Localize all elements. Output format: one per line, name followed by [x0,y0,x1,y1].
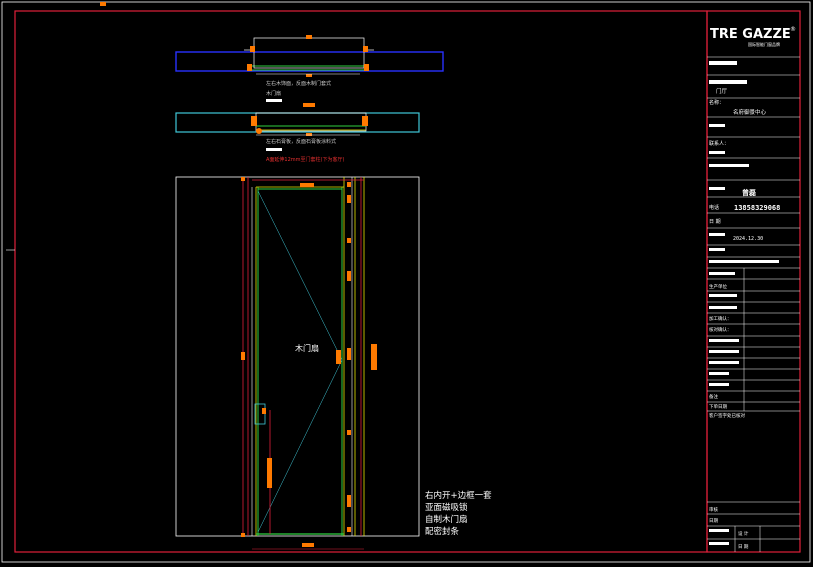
sign-label: 审核 [709,506,718,513]
date-value: 2024.12.30 [733,236,763,242]
confirm-label: 加工确认： [709,315,732,322]
door-elevation [175,176,420,550]
remark-label: 备注 [709,393,718,400]
project-value: 门厅 [716,87,728,95]
spec-line-1: 右内开+边框一套 [425,490,492,501]
order-label: 下单日期 [709,403,727,410]
plan-note-2-mark [266,148,282,151]
check-label: 日 期 [738,544,749,550]
hinge-marks [347,182,351,532]
logo-text: TRE GAZZE [710,27,791,42]
spec-line-2: 亚面磁吸锁 [425,502,468,513]
name-label: 名称： [709,99,724,106]
logo-registered: ® [790,26,796,33]
plan-detail-2 [175,103,420,136]
plan-note-1b: 木门扇 [266,90,281,97]
spec-line-3: 自制木门扇 [425,514,468,525]
date-label: 日 期 [709,219,721,225]
phone-label: 电话 [709,204,719,211]
phone-value: 13858329068 [734,204,780,212]
name-value: 名府御景中心 [733,108,767,116]
draw-label: 设 计 [738,530,749,537]
title-block: TRE GAZZE ® 国际智能门窗品牌 [707,26,800,552]
plan-note-1-mark [266,99,282,102]
leaf-label: 木门扇 [295,343,319,353]
designer-name: 曾磊 [742,188,756,197]
title-block-frame [706,10,801,553]
spec-line-4: 配密封条 [425,526,460,537]
order-value: 客户签字处已核对 [709,412,745,419]
production-label: 生产单位 [709,283,727,290]
plan-note-1: 左右木饰面，反面木制门套式 [266,80,331,87]
logo-subtitle: 国际智能门窗品牌 [748,41,780,47]
contact-label: 联系人： [709,140,729,147]
plan-detail-1 [175,35,444,77]
plan-note-2: 左右石膏板，反面石膏板涂料式 [266,138,336,145]
spec-notes: 右内开+边框一套 亚面磁吸锁 自制木门扇 配密封条 [425,490,492,537]
sign-label-2: 日期 [709,518,718,524]
top-mark [100,2,106,6]
review-label: 核对确认： [709,326,732,333]
plan-note-2-red: A面延伸12mm至门套柱(下为客厅) [266,156,344,163]
